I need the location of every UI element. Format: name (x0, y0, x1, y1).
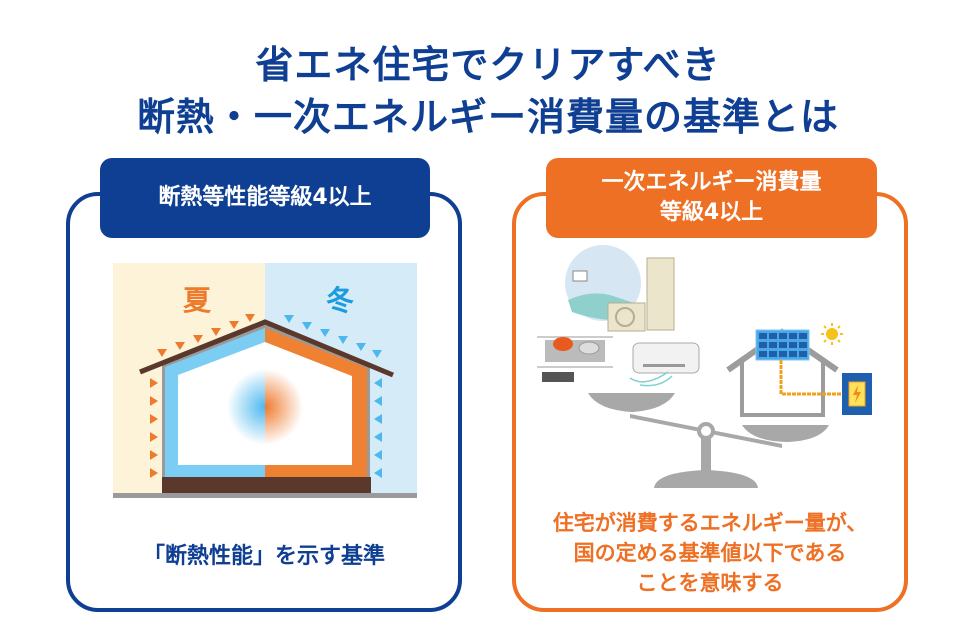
summer-label: 夏 (183, 284, 212, 317)
energy-caption-line: 住宅が消費するエネルギー量が、 (552, 511, 868, 535)
title-line1: 省エネ住宅でクリアすべき (255, 43, 721, 87)
energy-grade-line1: 一次エネルギー消費量 (601, 170, 822, 195)
energy-balance-illustration (537, 245, 872, 488)
title-line2: 断熱・一次エネルギー消費量の基準とは (136, 95, 839, 139)
balance-scale-icon (588, 393, 829, 488)
energy-caption-line: ことを意味する (636, 571, 784, 595)
sun-icon (821, 323, 843, 345)
energy-grade-line2: 等級4以上 (659, 200, 764, 225)
insulation-grade-label: 断熱等性能等級4以上 (100, 158, 430, 238)
energy-grade-label: 一次エネルギー消費量 等級4以上 (546, 158, 877, 238)
air-conditioner-icon (629, 342, 700, 387)
insulation-grade-text: 断熱等性能等級4以上 (158, 185, 372, 210)
insulation-house-illustration: 夏 冬 (113, 263, 417, 498)
winter-label: 冬 (326, 284, 354, 317)
energy-caption: 住宅が消費するエネルギー量が、 国の定める基準値以下である ことを意味する (512, 508, 908, 598)
energy-caption-line: 国の定める基準値以下である (573, 541, 847, 565)
solar-house-icon (726, 323, 872, 417)
water-heater-icon (646, 257, 675, 331)
insulation-caption: 「断熱性能」を示す基準 (142, 544, 385, 569)
stove-icon (537, 336, 613, 382)
